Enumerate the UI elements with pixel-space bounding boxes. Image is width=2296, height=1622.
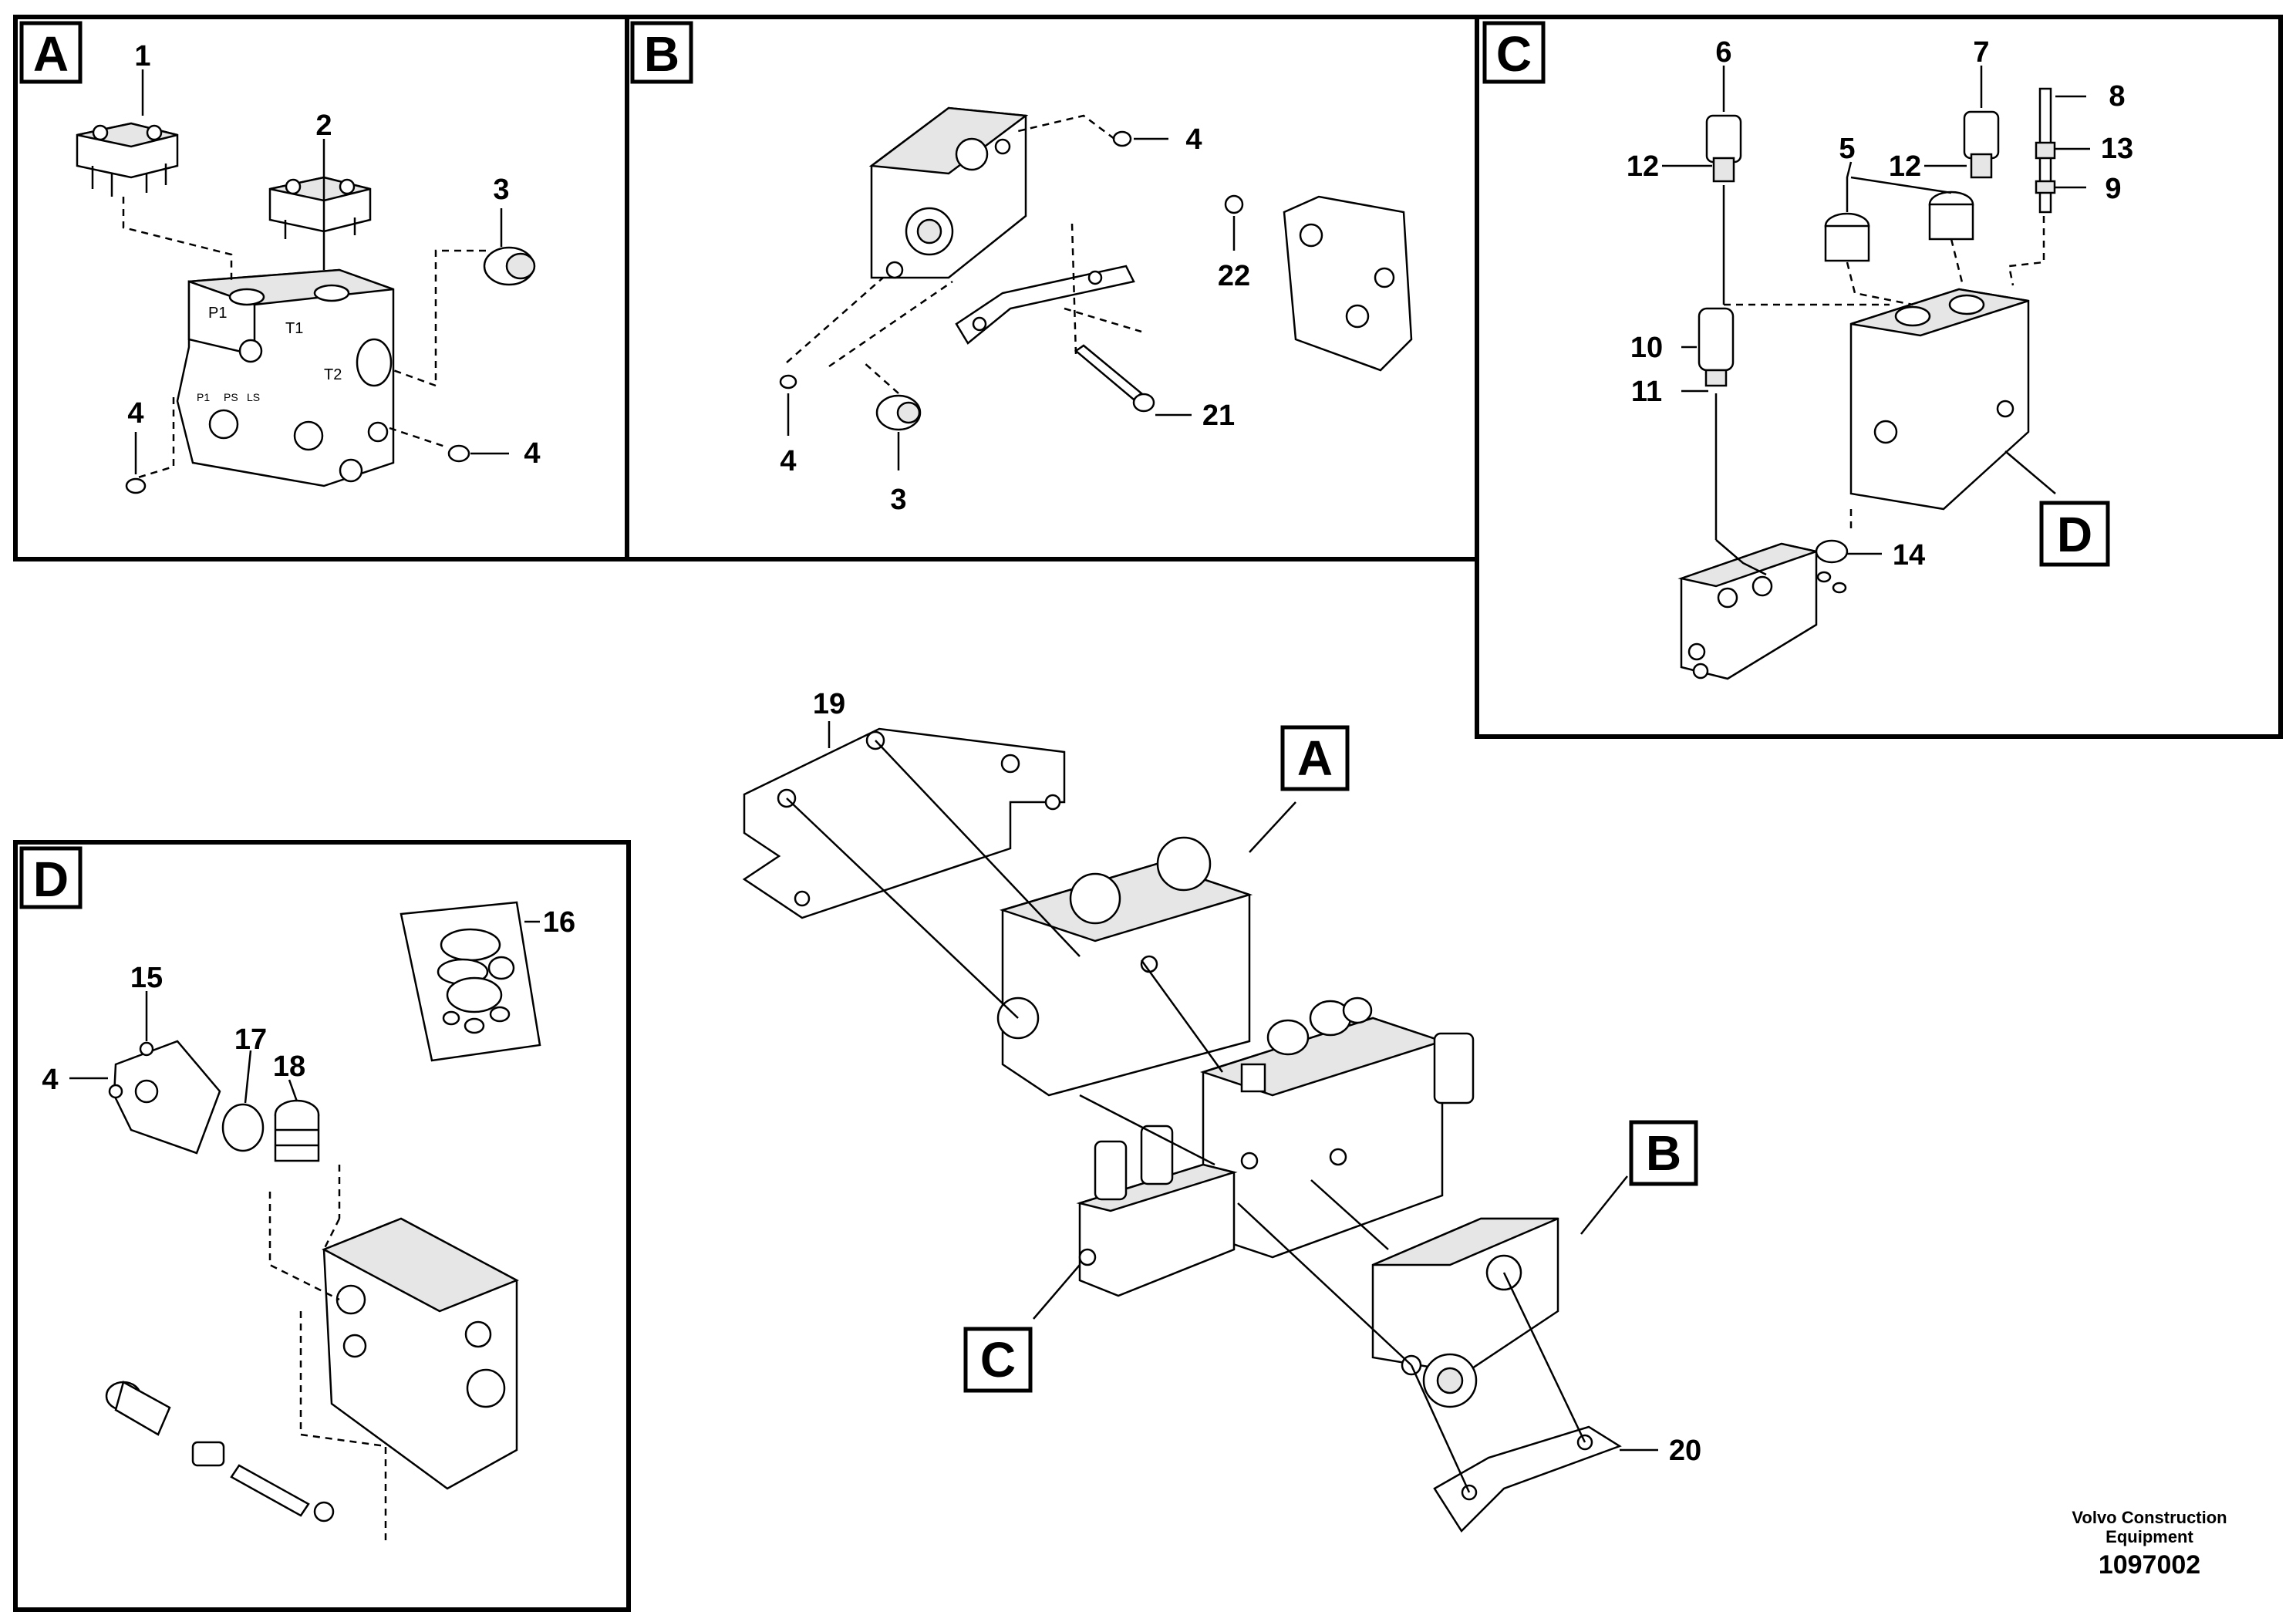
callout-d-17: 17 [234, 1023, 267, 1056]
bracket-part-20 [1433, 1425, 1622, 1533]
bracket-part-19 [742, 727, 1066, 919]
main-block-middle [1199, 996, 1475, 1259]
footer: Volvo Construction Equipment 1097002 [2072, 1508, 2227, 1580]
panel-c: C [1475, 15, 2283, 739]
callout-d-18: 18 [273, 1050, 305, 1083]
pin-parts-8-9-13 [2035, 87, 2056, 214]
port-label-p1-lower: P1 [197, 391, 210, 403]
o-ring-part-17 [221, 1103, 265, 1152]
callout-c-7: 7 [1973, 36, 1989, 69]
flange-part-1 [76, 122, 179, 197]
spring-part-18 [274, 1099, 320, 1162]
main-block-a [996, 836, 1253, 1097]
nut-part-4-lower [779, 374, 797, 389]
valve-section-d [322, 1217, 519, 1490]
callout-c-10: 10 [1630, 332, 1663, 364]
nut-part-4-upper [1112, 130, 1132, 147]
footer-company-line2: Equipment [2106, 1527, 2193, 1546]
cartridge-part-6 [1705, 114, 1742, 183]
callout-b-4-upper: 4 [1185, 123, 1202, 156]
main-assembly: 19 20 A B C [742, 688, 1701, 1533]
valve-section-c [1849, 288, 2030, 511]
panel-a-letter: A [33, 26, 69, 82]
valve-section-c-lower [1677, 542, 1820, 680]
plug-part-3 [483, 246, 536, 286]
pointer-letter-b: B [1646, 1125, 1681, 1181]
callout-d-15: 15 [130, 962, 163, 994]
seal-kit-part-16 [400, 901, 541, 1062]
panel-d: D [13, 840, 631, 1612]
callout-c-9: 9 [2105, 173, 2121, 205]
callout-c-13: 13 [2101, 133, 2133, 165]
cover-part-15 [108, 1040, 221, 1155]
pointer-letter-d: D [2057, 507, 2092, 562]
panel-b: B [625, 15, 1479, 561]
callout-c-12-left: 12 [1627, 150, 1659, 183]
panel-d-letter: D [33, 851, 69, 907]
callout-a-4-left: 4 [127, 397, 143, 430]
o-ring-part-14 [1815, 539, 1849, 564]
footer-company-line1: Volvo Construction [2072, 1508, 2227, 1527]
port-label-t2: T2 [324, 366, 342, 383]
port-label-p1: P1 [208, 305, 227, 322]
callout-b-4-lower: 4 [780, 445, 796, 477]
panel-a: A [13, 15, 629, 561]
callout-a-4-right: 4 [524, 437, 540, 470]
plug-part-4-right [447, 444, 470, 463]
callout-b-21: 21 [1202, 400, 1235, 432]
valve-section-22 [1224, 194, 1413, 372]
callout-c-14: 14 [1893, 539, 1925, 572]
port-label-t1: T1 [285, 320, 303, 337]
callout-b-22: 22 [1218, 260, 1250, 292]
callout-c-8: 8 [2109, 80, 2125, 113]
main-cover-b [1371, 1217, 1559, 1408]
callout-d-4: 4 [42, 1064, 58, 1096]
callout-c-11: 11 [1631, 376, 1662, 408]
callout-a-3: 3 [493, 174, 509, 206]
callout-c-5: 5 [1839, 133, 1855, 165]
footer-drawing-id: 1097002 [2099, 1550, 2200, 1580]
callout-main-20: 20 [1669, 1435, 1701, 1467]
port-label-ls: LS [247, 391, 260, 403]
bolt-part-21 [1074, 344, 1143, 401]
cover-plate-b [868, 106, 1029, 279]
spool-parts-d [105, 1381, 335, 1523]
valve-body-a: P1 T1 T2 P1 PS LS [176, 268, 395, 487]
flange-part-2 [268, 176, 372, 239]
callout-a-2: 2 [315, 110, 332, 142]
callout-c-6: 6 [1715, 36, 1731, 69]
callout-d-16: 16 [543, 906, 575, 939]
plug-part-4-left [125, 477, 147, 494]
port-label-ps: PS [224, 391, 238, 403]
panel-c-letter: C [1496, 26, 1532, 82]
pointer-letter-a: A [1297, 730, 1333, 786]
main-block-c [1076, 1125, 1238, 1297]
bracket-b [955, 265, 1135, 345]
panel-b-letter: B [644, 26, 679, 82]
pointer-letter-c: C [980, 1332, 1016, 1388]
callout-c-12-right: 12 [1889, 150, 1921, 183]
callout-main-19: 19 [813, 688, 845, 720]
callout-a-1: 1 [134, 40, 150, 73]
callout-b-3: 3 [890, 484, 906, 516]
solenoid-part-10 [1698, 307, 1735, 387]
cartridge-part-7 [1963, 110, 2000, 179]
